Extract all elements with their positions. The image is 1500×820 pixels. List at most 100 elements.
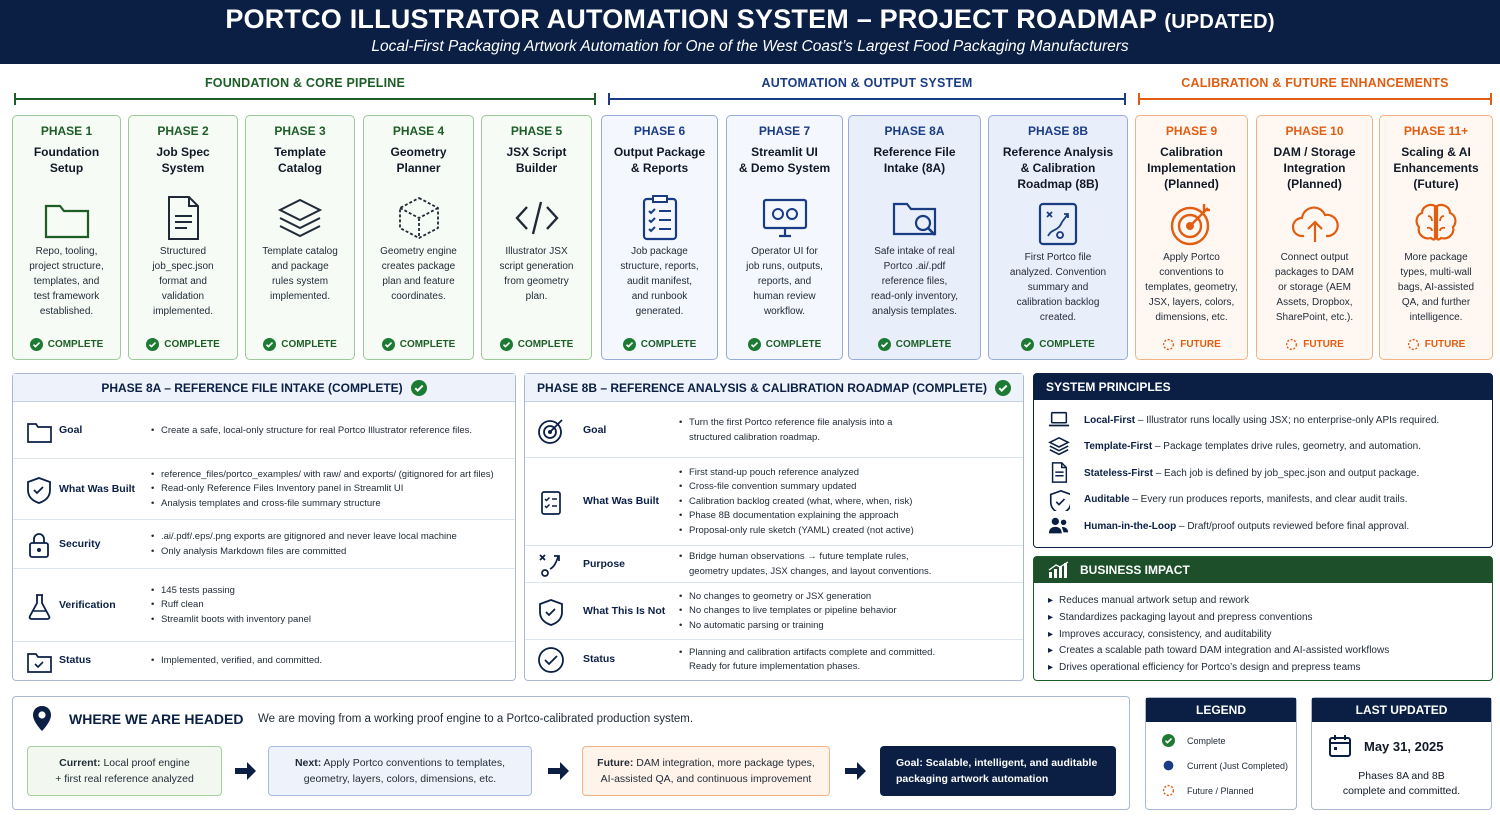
row-items: reference_files/portco_examples/ with ra…: [151, 468, 505, 512]
calendar-icon: [1329, 735, 1351, 757]
phase-status: COMPLETE: [364, 338, 473, 351]
section-calibration: CALIBRATION & FUTURE ENHANCEMENTS: [1138, 74, 1492, 105]
document-icon: [168, 196, 199, 240]
phase-name: DAM / Storage Integration (Planned): [1273, 145, 1356, 191]
phase-name: Template Catalog: [274, 145, 326, 175]
dashed-circle-icon: [1163, 338, 1175, 351]
row-item: Planning and calibration artifacts compl…: [679, 646, 1013, 675]
check-circle-icon: [499, 338, 513, 351]
phase-status-label: COMPLETE: [517, 339, 574, 350]
row-items: Bridge human observations → future templ…: [679, 550, 1013, 579]
row-items: Implemented, verified, and committed.: [151, 654, 505, 669]
principle-name: Human-in-the-Loop: [1084, 520, 1177, 532]
check-circle-icon: [381, 338, 395, 351]
section-automation: AUTOMATION & OUTPUT SYSTEM: [608, 74, 1126, 105]
checklist-icon: [541, 491, 561, 515]
row-label: What Was Built: [583, 495, 660, 507]
phase-description: Illustrator JSX script generation from g…: [499, 246, 574, 302]
check-circle-icon: [29, 338, 43, 351]
phase-status: COMPLETE: [482, 338, 591, 351]
p8a-row-goal: Goal Create a safe, local-only structure …: [13, 403, 515, 459]
row-item: Phase 8B documentation explaining the ap…: [679, 509, 1013, 524]
page-subtitle: Local-First Packaging Artwork Automation…: [371, 38, 1129, 55]
phase-number: PHASE 11+: [1403, 124, 1469, 138]
phase-status-label: FUTURE: [1424, 339, 1466, 350]
row-item: Read-only Reference Files Inventory pane…: [151, 482, 505, 497]
check-circle-icon: [995, 379, 1012, 396]
shield-check-icon: [1049, 489, 1070, 511]
row-items: 145 tests passingRuff cleanStreamlit boo…: [151, 584, 505, 628]
row-item: Analysis templates and cross-file summar…: [151, 497, 505, 512]
row-item: Create a safe, local-only structure for …: [151, 424, 505, 439]
phase-status: COMPLETE: [989, 338, 1127, 351]
dashed-circle-icon: [1162, 784, 1175, 797]
impact-item: Improves accuracy, consistency, and audi…: [1048, 629, 1272, 640]
row-item: 145 tests passing: [151, 584, 505, 599]
principle-name: Template-First: [1084, 441, 1153, 452]
strategy-board-icon: [1038, 202, 1078, 246]
row-item: First stand-up pouch reference analyzed: [679, 466, 1013, 481]
row-item: Streamlit boots with inventory panel: [151, 613, 505, 628]
phase-name: Output Package & Reports: [613, 145, 706, 175]
phase-name: Scaling & AI Enhancements (Future): [1393, 145, 1479, 191]
phase-description: Connect output packages to DAM or storag…: [1275, 252, 1354, 323]
impact-item: Drives operational efficiency for Portco…: [1048, 662, 1360, 673]
phase-description: Operator UI for job runs, outputs, repor…: [746, 246, 823, 317]
principle-text: Local-First – Illustrator runs locally u…: [1084, 415, 1439, 426]
lock-icon: [29, 532, 49, 558]
phase-status-label: COMPLETE: [640, 339, 697, 350]
check-circle-icon: [877, 338, 891, 351]
phase-status: COMPLETE: [246, 338, 354, 351]
row-item: No automatic parsing or training: [679, 619, 1013, 634]
phase-status-label: COMPLETE: [399, 339, 456, 350]
phase-status: FUTURE: [1257, 338, 1372, 351]
section-line: [608, 93, 1126, 105]
folder-search-icon: [892, 202, 936, 236]
arrow-right-icon: [845, 762, 866, 780]
principle-desc: – Each job is defined by job_spec.json a…: [1152, 467, 1420, 479]
phase-number: PHASE 5: [510, 124, 563, 138]
row-item: Cross-file convention summary updated: [679, 480, 1013, 495]
principle-item: Human-in-the-Loop – Draft/proof outputs …: [1048, 514, 1482, 538]
impact-item: Reduces manual artwork setup and rework: [1048, 595, 1249, 606]
row-label: Verification: [59, 598, 116, 611]
principle-desc: – Package templates drive rules, geometr…: [1152, 441, 1422, 452]
cloud-upload-icon: [1291, 206, 1339, 242]
check-circle-icon: [622, 338, 636, 351]
phase-card-12: PHASE 11+ Scaling & AI Enhancements (Futu…: [1379, 115, 1493, 360]
phase-number: PHASE 3: [274, 124, 326, 138]
legend-title: LEGEND: [1146, 698, 1296, 722]
document-icon: [1051, 462, 1068, 483]
system-principles-panel: SYSTEM PRINCIPLES Local-First – Illustra…: [1033, 373, 1493, 548]
last-updated-title: LAST UPDATED: [1312, 698, 1491, 722]
impact-item: Standardizes packaging layout and prepre…: [1048, 612, 1313, 623]
legend-current: Current (Just Completed): [1162, 759, 1288, 772]
shield-check-icon: [27, 476, 51, 504]
row-items: Planning and calibration artifacts compl…: [679, 646, 1013, 675]
phase-8a-panel: PHASE 8A – REFERENCE FILE INTAKE (COMPLE…: [12, 373, 516, 681]
phase-8b-title: PHASE 8B – REFERENCE ANALYSIS & CALIBRAT…: [525, 374, 1023, 402]
checklist-icon: [642, 195, 677, 241]
phase-name: Calibration Implementation (Planned): [1147, 145, 1236, 191]
phase-name: Job Spec System: [156, 145, 210, 175]
phase-status: COMPLETE: [602, 338, 717, 351]
arrow-right-icon: [548, 762, 569, 780]
phase-description: More package types, multi-wall bags, AI-…: [1397, 252, 1475, 323]
principle-text: Auditable – Every run produces reports, …: [1084, 494, 1407, 505]
phase-status-label: FUTURE: [1303, 339, 1344, 350]
phase-status: FUTURE: [1136, 338, 1247, 351]
legend-future: Future / Planned: [1162, 784, 1254, 797]
phase-description: Structured job_spec.json format and vali…: [152, 246, 214, 317]
people-icon: [1048, 517, 1069, 534]
phase-8a-title: PHASE 8A – REFERENCE FILE INTAKE (COMPLE…: [13, 374, 515, 402]
p8b-row-status: StatusPlanning and calibration artifacts…: [525, 640, 1023, 680]
row-label: Goal: [59, 424, 83, 436]
phase-number: PHASE 8B: [1027, 124, 1089, 138]
row-items: .ai/.pdf/.eps/.png exports are gitignore…: [151, 530, 505, 559]
flask-icon: [28, 593, 51, 620]
